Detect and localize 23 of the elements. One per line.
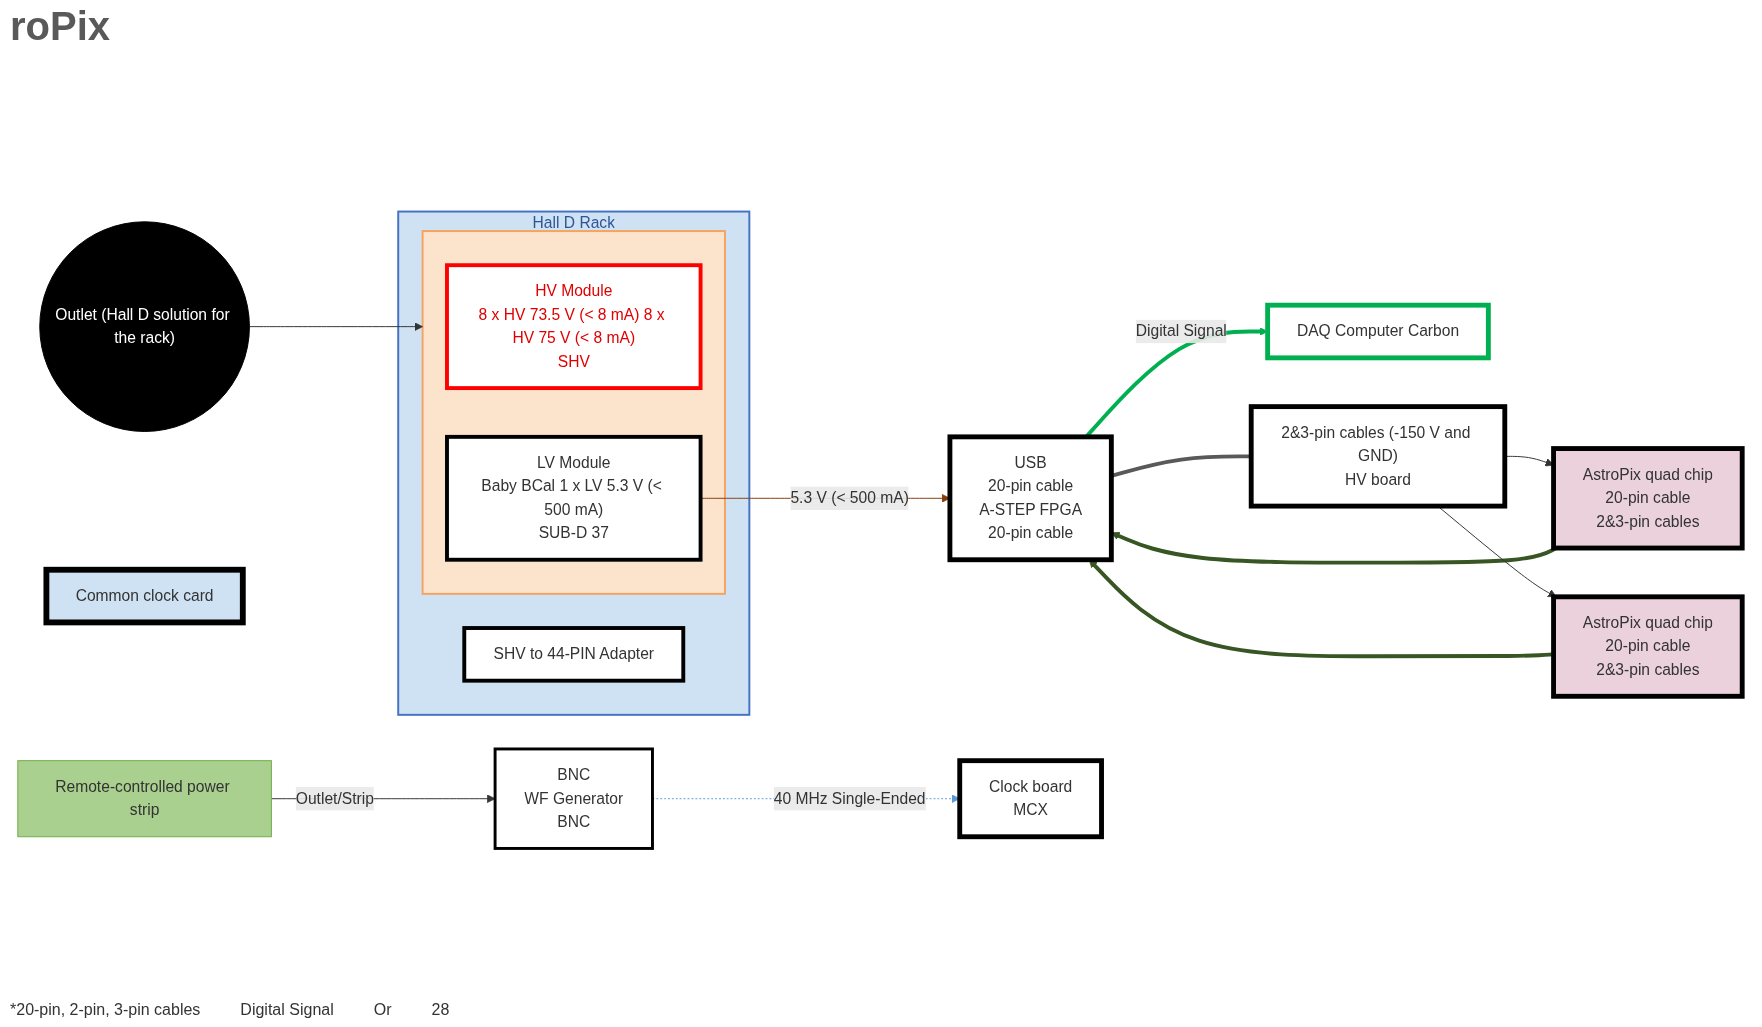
node-box: BNC WF Generator BNC (493, 747, 654, 850)
note: Or (373, 1001, 392, 1019)
node-box: USB 20-pin cable A-STEP FPGA 20-pin cable (947, 434, 1114, 563)
page-number: 28 (431, 1001, 450, 1019)
node-box: HV Module 8 x HV 73.5 V (< 8 mA) 8 x HV 75 V (< 8 mA) SHV (445, 263, 703, 391)
edge-label: 40 MHz Single-Ended (773, 789, 926, 807)
cluster (421, 230, 726, 595)
node-box: Remote-controlled power strip (17, 760, 272, 838)
node-box: 2&3-pin cables (-150 V and GND) HV board (1248, 404, 1508, 509)
node-box: DAQ Computer Carbon (1265, 302, 1491, 361)
slide-title: roPix (10, 4, 111, 49)
node-box: SHV to 44-PIN Adapter (462, 626, 686, 683)
node-box: AstroPix quad chip 20-pin cable 2&3-pin cables (1551, 594, 1745, 699)
node-box: LV Module Baby BCal 1 x LV 5.3 V (< 500 mA) SUB-D 37 (445, 434, 703, 562)
edge-label: Outlet/Strip (295, 789, 374, 807)
footnote: *20-pin, 2-pin, 3-pin cables (10, 1001, 201, 1019)
node-box: AstroPix quad chip 20-pin cable 2&3-pin cables (1551, 446, 1745, 551)
node-circle: Outlet (Hall D solution for the rack) (39, 221, 250, 432)
edge-label: Digital Signal (1135, 322, 1227, 340)
node-box: Common clock card (43, 566, 246, 626)
edge-label: 5.3 V (< 500 mA) (790, 489, 909, 507)
signal-label: Digital Signal (240, 1001, 334, 1019)
node-box: Clock board MCX (957, 758, 1104, 840)
